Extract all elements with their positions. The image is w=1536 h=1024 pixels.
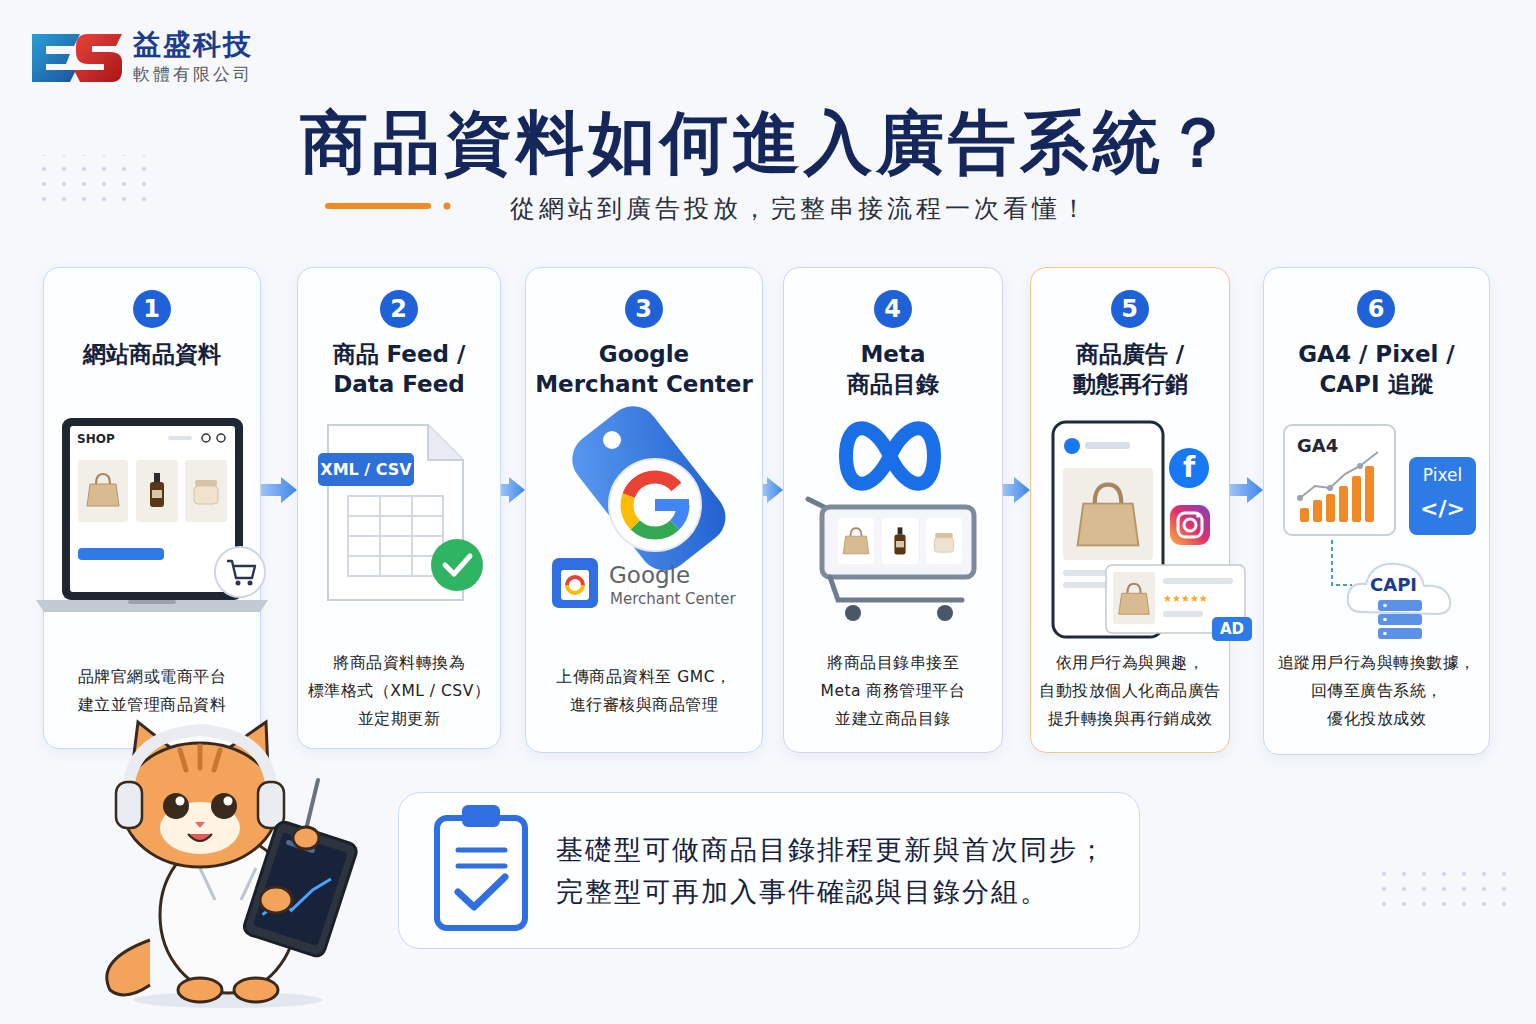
logo-mark [32, 34, 122, 82]
step-number: 5 [1111, 290, 1149, 328]
step-description: 上傳商品資料至 GMC， 進行審核與商品管理 [534, 663, 754, 719]
flow-arrow [1230, 477, 1263, 503]
dot-pattern [40, 155, 160, 210]
step-heading: 網站商品資料 [52, 339, 252, 369]
step-heading: Meta 商品目錄 [833, 339, 953, 399]
flow-arrow [261, 477, 297, 503]
step-heading: Google Merchant Center [535, 339, 754, 399]
step-heading: 商品 Feed / Data Feed [314, 339, 484, 399]
brand-name: Google [609, 562, 690, 590]
company-subname: 軟體有限公司 [133, 64, 253, 84]
title-accent [444, 203, 451, 210]
step-description: 品牌官網或電商平台 建立並管理商品資料 [52, 663, 252, 719]
step-card: 5 商品廣告 / 動態再行銷依用戶行為與興趣， 自動投放個人化商品廣告 提升轉換與… [1030, 267, 1230, 753]
step-card: 1 網站商品資料品牌官網或電商平台 建立並管理商品資料 [43, 267, 261, 749]
step-description: 追蹤用戶行為與轉換數據， 回傳至廣告系統， 優化投放成效 [1268, 649, 1486, 733]
note-box: 基礎型可做商品目錄排程更新與首次同步； 完整型可再加入事件確認與目錄分組。 [398, 792, 1140, 949]
step-number: 6 [1357, 290, 1395, 328]
api-label: CAPI [1370, 574, 1417, 596]
analytics-label: GA4 [1297, 435, 1338, 457]
title-accent [325, 203, 431, 209]
format-tag: XML / CSV [318, 453, 414, 486]
step-heading: GA4 / Pixel / CAPI 追蹤 [1282, 339, 1472, 399]
title: 商品資料如何進入廣告系統？ [0, 98, 1536, 189]
step-description: 依用戶行為與興趣， 自動投放個人化商品廣告 提升轉換與再行銷成效 [1034, 649, 1226, 733]
rating-stars: ★★★★★ [1163, 593, 1208, 605]
step-number: 4 [874, 290, 912, 328]
cat-mascot [107, 722, 359, 1008]
step-number: 2 [380, 290, 418, 328]
step-description: 將商品目錄串接至 Meta 商務管理平台 並建立商品目錄 [809, 649, 977, 733]
company-name: 益盛科技 [133, 28, 253, 62]
ad-badge: AD [1212, 617, 1252, 641]
feed-document-icon [318, 425, 483, 600]
checklist-icon [437, 805, 525, 928]
laptop-illustration [36, 418, 268, 612]
code-symbol: </> [1409, 494, 1476, 524]
step-card: 3Google Merchant Center 上傳商品資料至 GMC， 進行審核… [525, 267, 763, 753]
note-text: 基礎型可做商品目錄排程更新與首次同步； 完整型可再加入事件確認與目錄分組。 [399, 829, 1139, 913]
step-description: 將商品資料轉換為 標準格式（XML / CSV） 並定期更新 [301, 649, 497, 733]
flow-arrow [501, 477, 525, 503]
screen-label: SHOP [77, 432, 115, 446]
dot-pattern [1378, 862, 1508, 917]
subtitle: 從網站到廣告投放，完整串接流程一次看懂！ [0, 192, 1536, 225]
meta-catalog-icon [808, 428, 974, 621]
step-card: 2 商品 Feed / Data Feed 將商品資料轉換為 標準格式（XML / … [297, 267, 501, 749]
step-card: 4Meta 商品目錄將商品目錄串接至 Meta 商務管理平台 並建立商品目錄 [783, 267, 1003, 753]
pixel-label: Pixel [1409, 462, 1476, 488]
social-icon-letter: f [1169, 448, 1209, 488]
step-heading: 商品廣告 / 動態再行銷 [1036, 339, 1224, 399]
flow-arrow [763, 477, 783, 503]
flow-arrow [1003, 477, 1030, 503]
step-number: 3 [625, 290, 663, 328]
step-number: 1 [133, 290, 171, 328]
merchant-center-logo [552, 396, 736, 608]
brand-subname: Merchant Center [610, 590, 736, 608]
social-ad-illustration [1053, 422, 1252, 641]
tracking-illustration [1284, 425, 1476, 639]
